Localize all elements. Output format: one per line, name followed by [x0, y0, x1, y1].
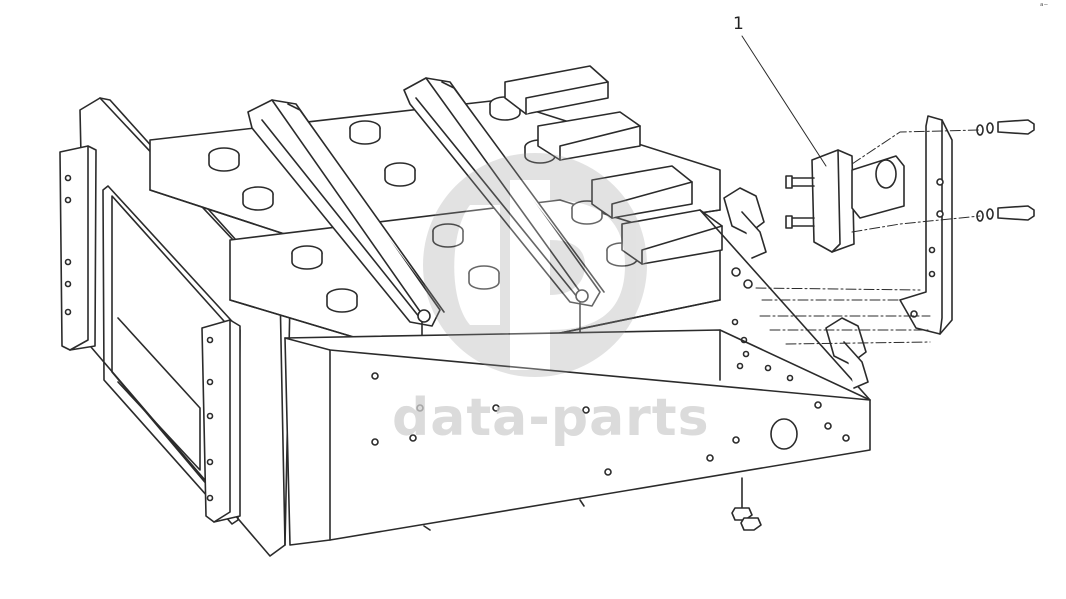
left-end-frame	[59, 97, 291, 557]
tray-connectors	[723, 187, 869, 389]
terminal	[326, 288, 358, 313]
terminal	[349, 120, 381, 145]
terminal	[208, 147, 240, 172]
callout-leader-line	[741, 35, 827, 167]
terminal	[468, 265, 500, 290]
terminal	[432, 223, 464, 248]
cable-clamps	[504, 65, 723, 265]
terminal	[291, 245, 323, 270]
bolts-and-washers	[976, 119, 1035, 222]
callout-label-1: 1	[733, 14, 744, 34]
battery-terminals	[208, 96, 638, 313]
watermark-text: data-parts	[392, 388, 710, 448]
battery-tray	[284, 209, 871, 546]
watermark-logo	[423, 153, 647, 377]
switch-assembly	[785, 149, 905, 253]
hold-down-rail-right	[403, 77, 605, 341]
terminal	[242, 186, 274, 211]
terminal	[384, 162, 416, 187]
assembly-lines	[755, 129, 981, 345]
mounting-bracket	[899, 115, 953, 335]
corner-mark: ᵃ⁻	[1040, 2, 1049, 12]
